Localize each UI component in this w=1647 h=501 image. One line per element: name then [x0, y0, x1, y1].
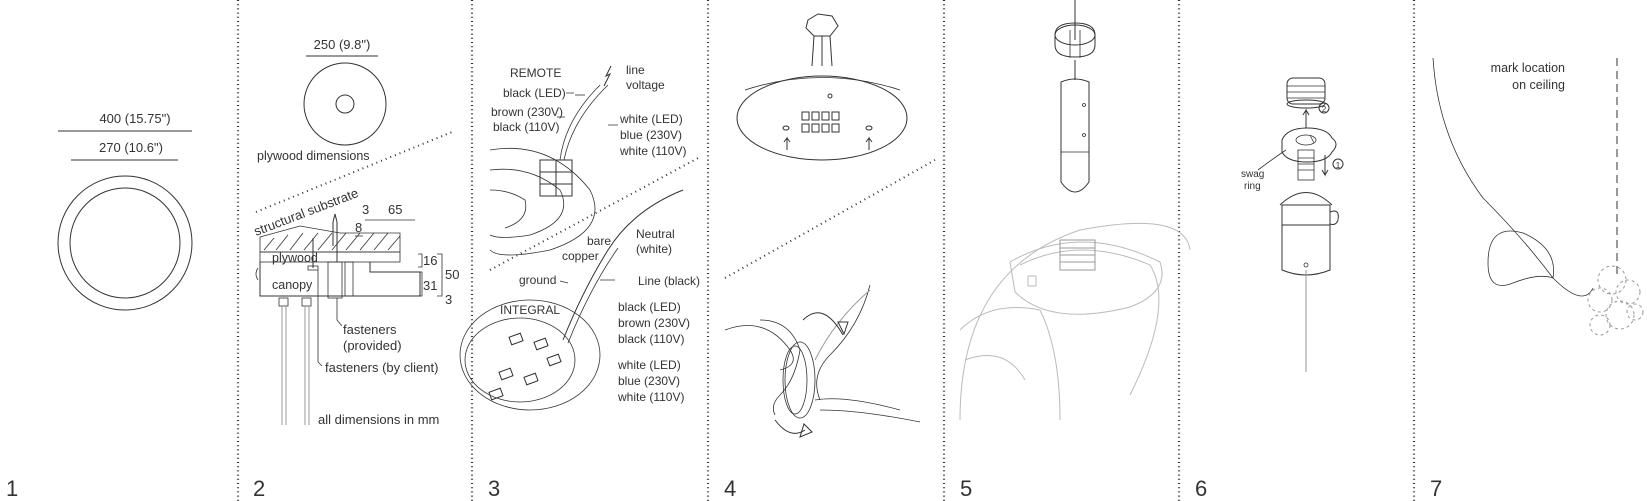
plywood-disc: [303, 62, 387, 146]
remote-connector-block: [539, 159, 573, 197]
socket-body: [1279, 149, 1339, 276]
svg-text:8: 8: [355, 220, 362, 235]
svg-text:3: 3: [445, 292, 452, 307]
step-numbers: 1 2 3 4 5 6 7: [6, 476, 1442, 501]
svg-text:brown (230V): brown (230V): [491, 105, 563, 119]
canopy-label: canopy: [272, 278, 313, 292]
svg-text:white (LED): white (LED): [619, 112, 683, 126]
svg-text:copper: copper: [562, 249, 599, 263]
provided-fastener-screw: [332, 213, 338, 262]
mark-location-label-2: on ceiling: [1512, 78, 1565, 92]
fasteners-client-label: fasteners (by client): [325, 360, 438, 375]
svg-text:(white): (white): [636, 242, 672, 256]
dim-inner-label: 270 (10.6"): [99, 140, 163, 155]
all-dimensions-note: all dimensions in mm: [318, 412, 439, 427]
svg-text:ground: ground: [519, 273, 556, 287]
suspension-cable-curve: [1432, 57, 1594, 297]
step-number-7: 7: [1430, 476, 1442, 501]
step-number-6: 6: [1195, 476, 1207, 501]
dim-outer-label: 400 (15.75"): [99, 111, 170, 126]
shade-cup-sketch: [959, 222, 1191, 421]
step-number-1: 1: [6, 476, 18, 501]
step-number-4: 4: [724, 476, 736, 501]
hands-twisting-sketch: [724, 284, 921, 438]
integral-connectors: [488, 332, 562, 401]
svg-text:blue (230V): blue (230V): [620, 128, 682, 142]
plywood-caption: plywood dimensions: [257, 149, 370, 163]
swag-ring: [1281, 127, 1337, 163]
canopy-outer-circle: [57, 175, 193, 311]
svg-text:black (LED): black (LED): [503, 86, 566, 100]
panel-2-mounting: 250 (9.8") plywood dimensions structural…: [252, 37, 460, 427]
section-separator-4: [724, 159, 936, 279]
svg-text:65: 65: [388, 202, 402, 217]
structural-substrate-label: structural substrate: [252, 185, 361, 239]
svg-text:line: line: [626, 63, 645, 77]
panel-5-cable: [959, 0, 1191, 421]
svg-text:Neutral: Neutral: [636, 227, 675, 241]
swag-ring-label-2: ring: [1244, 181, 1261, 192]
section-dimensions: 3 65 8 16 31 50 3: [355, 202, 459, 307]
step-number-5: 5: [960, 476, 972, 501]
cable-loop: [1487, 230, 1555, 286]
svg-text:Line (black): Line (black): [638, 274, 700, 288]
step-circle-1: 1: [1336, 161, 1341, 170]
svg-text:voltage: voltage: [626, 78, 665, 92]
integral-wiring-sketch: [459, 189, 684, 411]
panel-7-mark-location: mark location on ceiling: [1432, 57, 1644, 336]
step-circle-2: 2: [1322, 105, 1327, 114]
svg-text:white (110V): white (110V): [617, 390, 684, 404]
svg-text:white (110V): white (110V): [619, 144, 686, 158]
svg-text:blue (230V): blue (230V): [618, 374, 680, 388]
svg-text:REMOTE: REMOTE: [510, 66, 561, 80]
svg-text:50: 50: [445, 267, 459, 282]
canopy-inner-circle: [69, 187, 181, 299]
section-separator: [255, 131, 453, 213]
terminal-block: [801, 111, 840, 133]
top-cap: [1286, 77, 1326, 109]
socket-cylinder: [1060, 78, 1090, 193]
canopy-section: [259, 262, 421, 297]
pendant-ghost: [1587, 265, 1644, 336]
panel-3-wiring: REMOTE line voltage black (LED) brown (2…: [459, 63, 701, 411]
plywood-label: plywood: [272, 251, 318, 265]
panel-4-attach: [724, 13, 936, 438]
plywood-center-hole: [335, 94, 355, 114]
svg-text:16: 16: [423, 253, 437, 268]
plywood-dim-label: 250 (9.8"): [314, 37, 371, 52]
substrate-section: [259, 225, 401, 253]
fasteners-provided-label-2: (provided): [343, 338, 402, 353]
svg-text:black (110V): black (110V): [493, 120, 559, 134]
svg-text:3: 3: [362, 202, 369, 217]
step-number-2: 2: [253, 476, 265, 501]
svg-text:INTEGRAL: INTEGRAL: [500, 303, 560, 317]
svg-text:black (LED): black (LED): [618, 300, 681, 314]
canopy-top-view: [736, 13, 908, 161]
panel-6-swag-ring: 2 swag ring 1: [1241, 77, 1344, 372]
svg-text:black (110V): black (110V): [618, 332, 684, 346]
cable-gripper: [1054, 22, 1096, 58]
remote-wiring-sketch: [489, 65, 612, 256]
suspension-cables: [278, 297, 312, 425]
svg-text:brown (230V): brown (230V): [618, 316, 690, 330]
svg-text:bare: bare: [587, 234, 611, 248]
fasteners-provided-label: fasteners: [343, 322, 397, 337]
svg-text:31: 31: [423, 278, 437, 293]
step-number-3: 3: [488, 476, 500, 501]
mark-location-label-1: mark location: [1491, 61, 1565, 75]
svg-text:white (LED): white (LED): [617, 358, 681, 372]
swag-ring-label-1: swag: [1241, 169, 1264, 180]
panel-1-canopy-dimensions: 400 (15.75") 270 (10.6"): [57, 111, 193, 311]
